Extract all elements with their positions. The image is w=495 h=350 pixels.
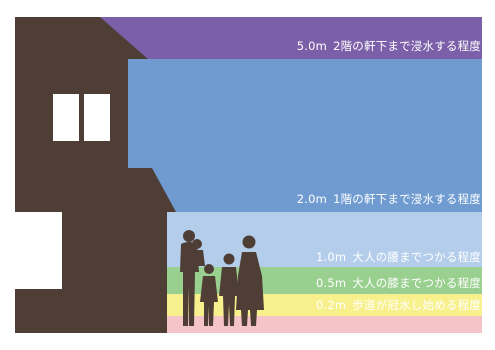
lower-window	[15, 212, 62, 289]
family-silhouette	[180, 230, 264, 326]
upper-window-left	[53, 94, 79, 141]
upper-window-right	[84, 94, 110, 141]
